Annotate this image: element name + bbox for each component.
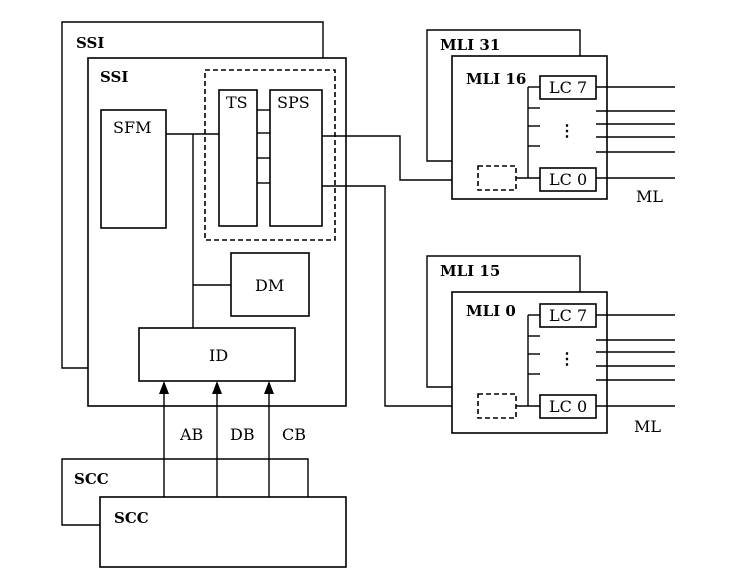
bus-lines [159,381,274,497]
mli16-wiring [516,86,540,179]
ml-top-label: ML [636,187,663,206]
ts-sps-links [257,109,270,184]
db-arrow-head [212,381,222,394]
id-block [138,327,296,382]
scc-front-label: SCC [114,509,149,527]
id-label: ID [209,346,228,365]
cb-label: CB [282,425,306,444]
lc-ellipsis-top: ⋮ [559,121,575,140]
sps-mli-wiring [322,135,478,407]
scc-back-label: SCC [74,470,109,488]
mli31-label: MLI 31 [440,36,500,54]
lc-ellipsis-bottom: ⋮ [559,349,575,368]
ssi-front-label: SSI [100,68,128,86]
ab-arrow-head [159,381,169,394]
mli31-back-frame [426,29,581,162]
lc7-bottom-label: LC 7 [549,306,587,325]
ab-label: AB [179,425,203,444]
switching-network-boundary [204,69,336,241]
dm-label: DM [255,276,284,295]
ssi-internal-wiring [166,133,231,328]
ts-block [218,89,258,227]
scc-front-frame [99,496,347,568]
lc7-top-label: LC 7 [549,78,587,97]
mli0-label: MLI 0 [466,302,516,320]
mli15-label: MLI 15 [440,262,500,280]
mli16-label: MLI 16 [466,70,526,88]
mli15-back-frame [426,255,581,388]
multiplex-lines-top [596,86,675,179]
dm-block [230,252,310,317]
db-label: DB [230,425,255,444]
ssi-back-frame [61,21,324,369]
mli0-wiring [516,314,540,407]
ssi-back-label: SSI [76,34,104,52]
sps-label: SPS [277,93,310,112]
lc0-top-box [539,167,597,192]
lc0-bottom-label: LC 0 [549,397,587,416]
ml-bottom-label: ML [634,417,661,436]
ts-label: TS [226,93,248,112]
cb-arrow-head [264,381,274,394]
sfm-block [100,109,167,229]
scc-back-frame [61,458,309,526]
lc0-top-label: LC 0 [549,170,587,189]
multiplex-lines-bottom [596,314,675,407]
sfm-label: SFM [113,118,151,137]
